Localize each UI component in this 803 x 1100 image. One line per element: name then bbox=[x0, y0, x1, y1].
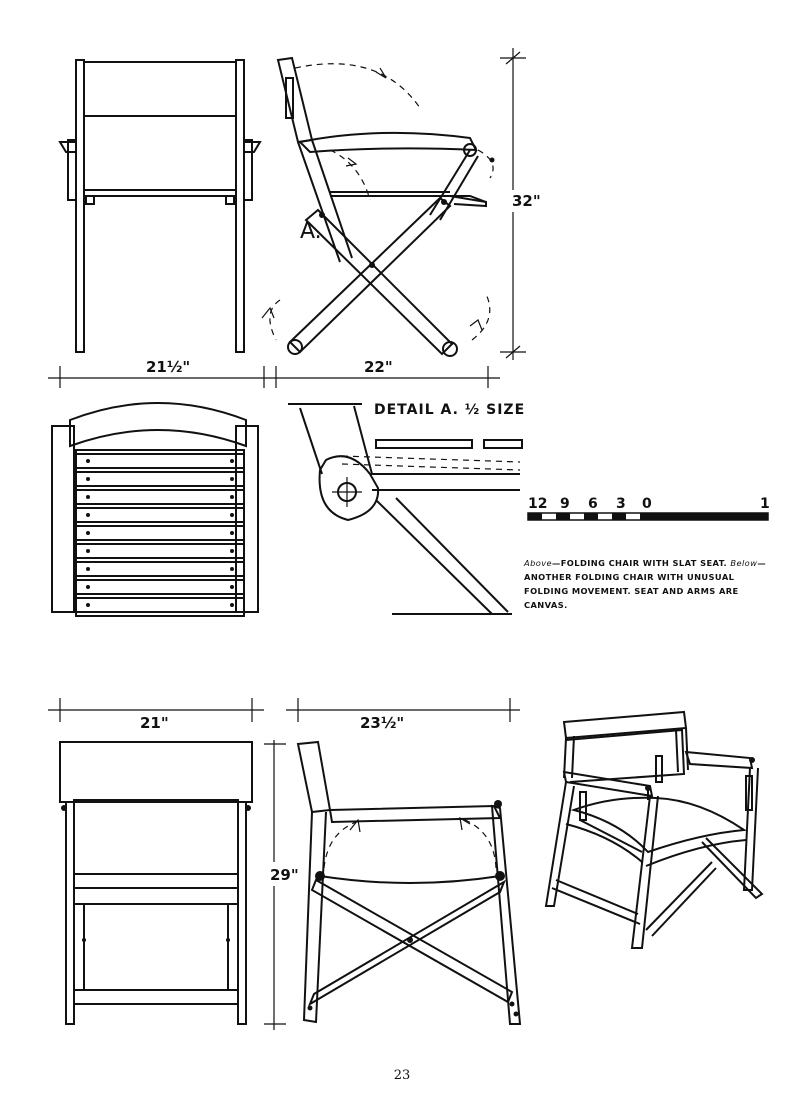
canvas-chair-perspective bbox=[544, 710, 764, 949]
scale-tick-9: 9 bbox=[560, 496, 570, 512]
detail-a-drawing: DETAIL A. ½ SIZE bbox=[288, 402, 525, 615]
scale-tick-1: 1 bbox=[760, 496, 770, 512]
canvas-chair-front-view: 21" bbox=[48, 698, 264, 1025]
caption-above-text: —FOLDING CHAIR WITH SLAT SEAT. bbox=[552, 558, 728, 568]
slat-chair-side-view: A. bbox=[261, 56, 495, 357]
height-dimension-bottom: 29" bbox=[262, 740, 302, 1030]
depth-22-label: 22" bbox=[364, 358, 393, 376]
height-dimension-top: 32" bbox=[500, 48, 545, 360]
width-21-half-label: 21½" bbox=[146, 358, 190, 376]
width-dimension-top: 21½" 22" bbox=[48, 358, 500, 388]
page-number: 23 bbox=[393, 1068, 411, 1083]
caption-above-label: Above bbox=[524, 558, 553, 568]
height-32-label: 32" bbox=[512, 192, 541, 210]
scale-tick-12: 12 bbox=[528, 496, 547, 512]
slat-chair-folded-view bbox=[51, 402, 259, 617]
height-29-label: 29" bbox=[270, 866, 299, 884]
scale-tick-6: 6 bbox=[588, 496, 598, 512]
scale-tick-3: 3 bbox=[616, 496, 626, 512]
canvas-chair-side-view: 23½" bbox=[286, 698, 522, 1025]
slat-chair-front-view bbox=[58, 59, 262, 353]
caption-below-label: Below bbox=[730, 558, 758, 568]
detail-title: DETAIL A. ½ SIZE bbox=[374, 402, 525, 418]
detail-a-marker: A. bbox=[300, 219, 322, 244]
width-21-label: 21" bbox=[140, 714, 169, 732]
scale-tick-0: 0 bbox=[642, 496, 652, 512]
depth-23-half-label: 23½" bbox=[360, 714, 404, 732]
figure-caption: Above—FOLDING CHAIR WITH SLAT SEAT. Belo… bbox=[524, 556, 774, 612]
scale-bar: 12 9 6 3 0 1 bbox=[527, 496, 770, 521]
caption-below-text: —ANOTHER FOLDING CHAIR WITH UNUSUAL FOLD… bbox=[524, 558, 767, 610]
